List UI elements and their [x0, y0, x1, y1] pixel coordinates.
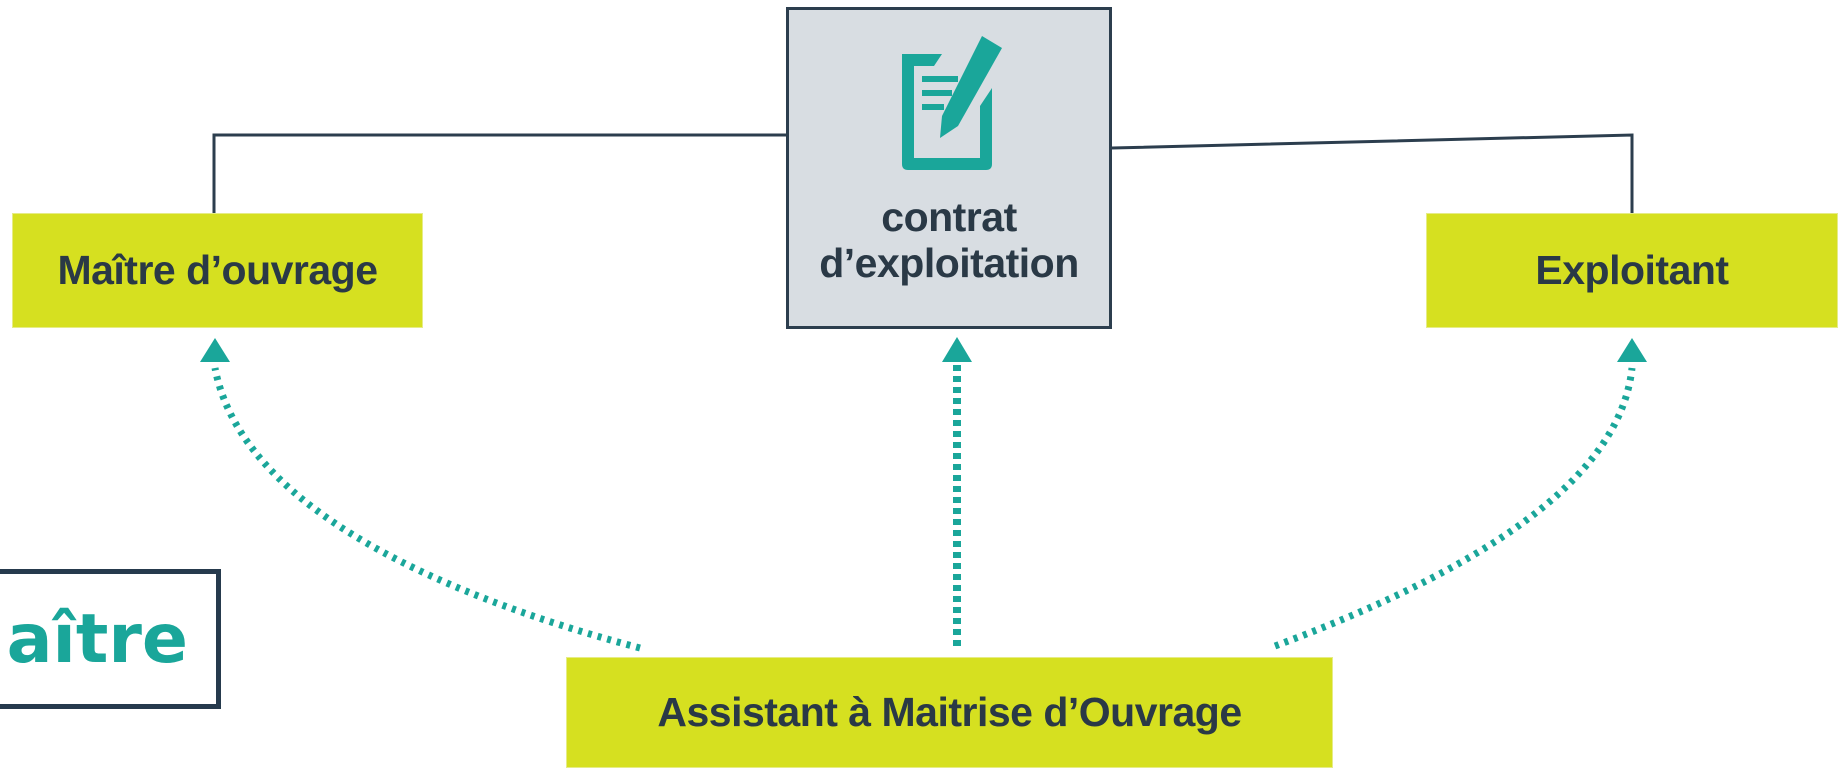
node-assistant-maitrise-ouvrage: Assistant à Maitrise d’Ouvrage — [566, 657, 1333, 768]
node-exploitant: Exploitant — [1426, 213, 1838, 328]
connector-contrat-maitre — [212, 133, 786, 213]
arrowhead-maitre — [200, 338, 230, 362]
connector-contrat-exploitant — [1111, 133, 1634, 213]
dotted-arrow-to-exploitant — [1273, 367, 1636, 650]
arrowhead-exploitant — [1617, 338, 1647, 362]
node-exploitant-label: Exploitant — [1535, 247, 1729, 293]
node-contrat-exploitation: contrat d’exploitation — [786, 7, 1112, 329]
contract-document-pen-icon — [902, 36, 1002, 170]
cropped-title-text: aître — [6, 599, 188, 679]
node-contrat-exploitation-label: contrat d’exploitation — [819, 194, 1079, 286]
dotted-arrow-to-maitre — [211, 367, 641, 652]
node-maitre-ouvrage: Maître d’ouvrage — [12, 213, 423, 328]
cropped-title-box: aître — [0, 569, 221, 709]
node-maitre-ouvrage-label: Maître d’ouvrage — [57, 247, 378, 293]
arrowhead-contrat — [942, 337, 972, 362]
node-assistant-maitrise-ouvrage-label: Assistant à Maitrise d’Ouvrage — [657, 689, 1242, 735]
